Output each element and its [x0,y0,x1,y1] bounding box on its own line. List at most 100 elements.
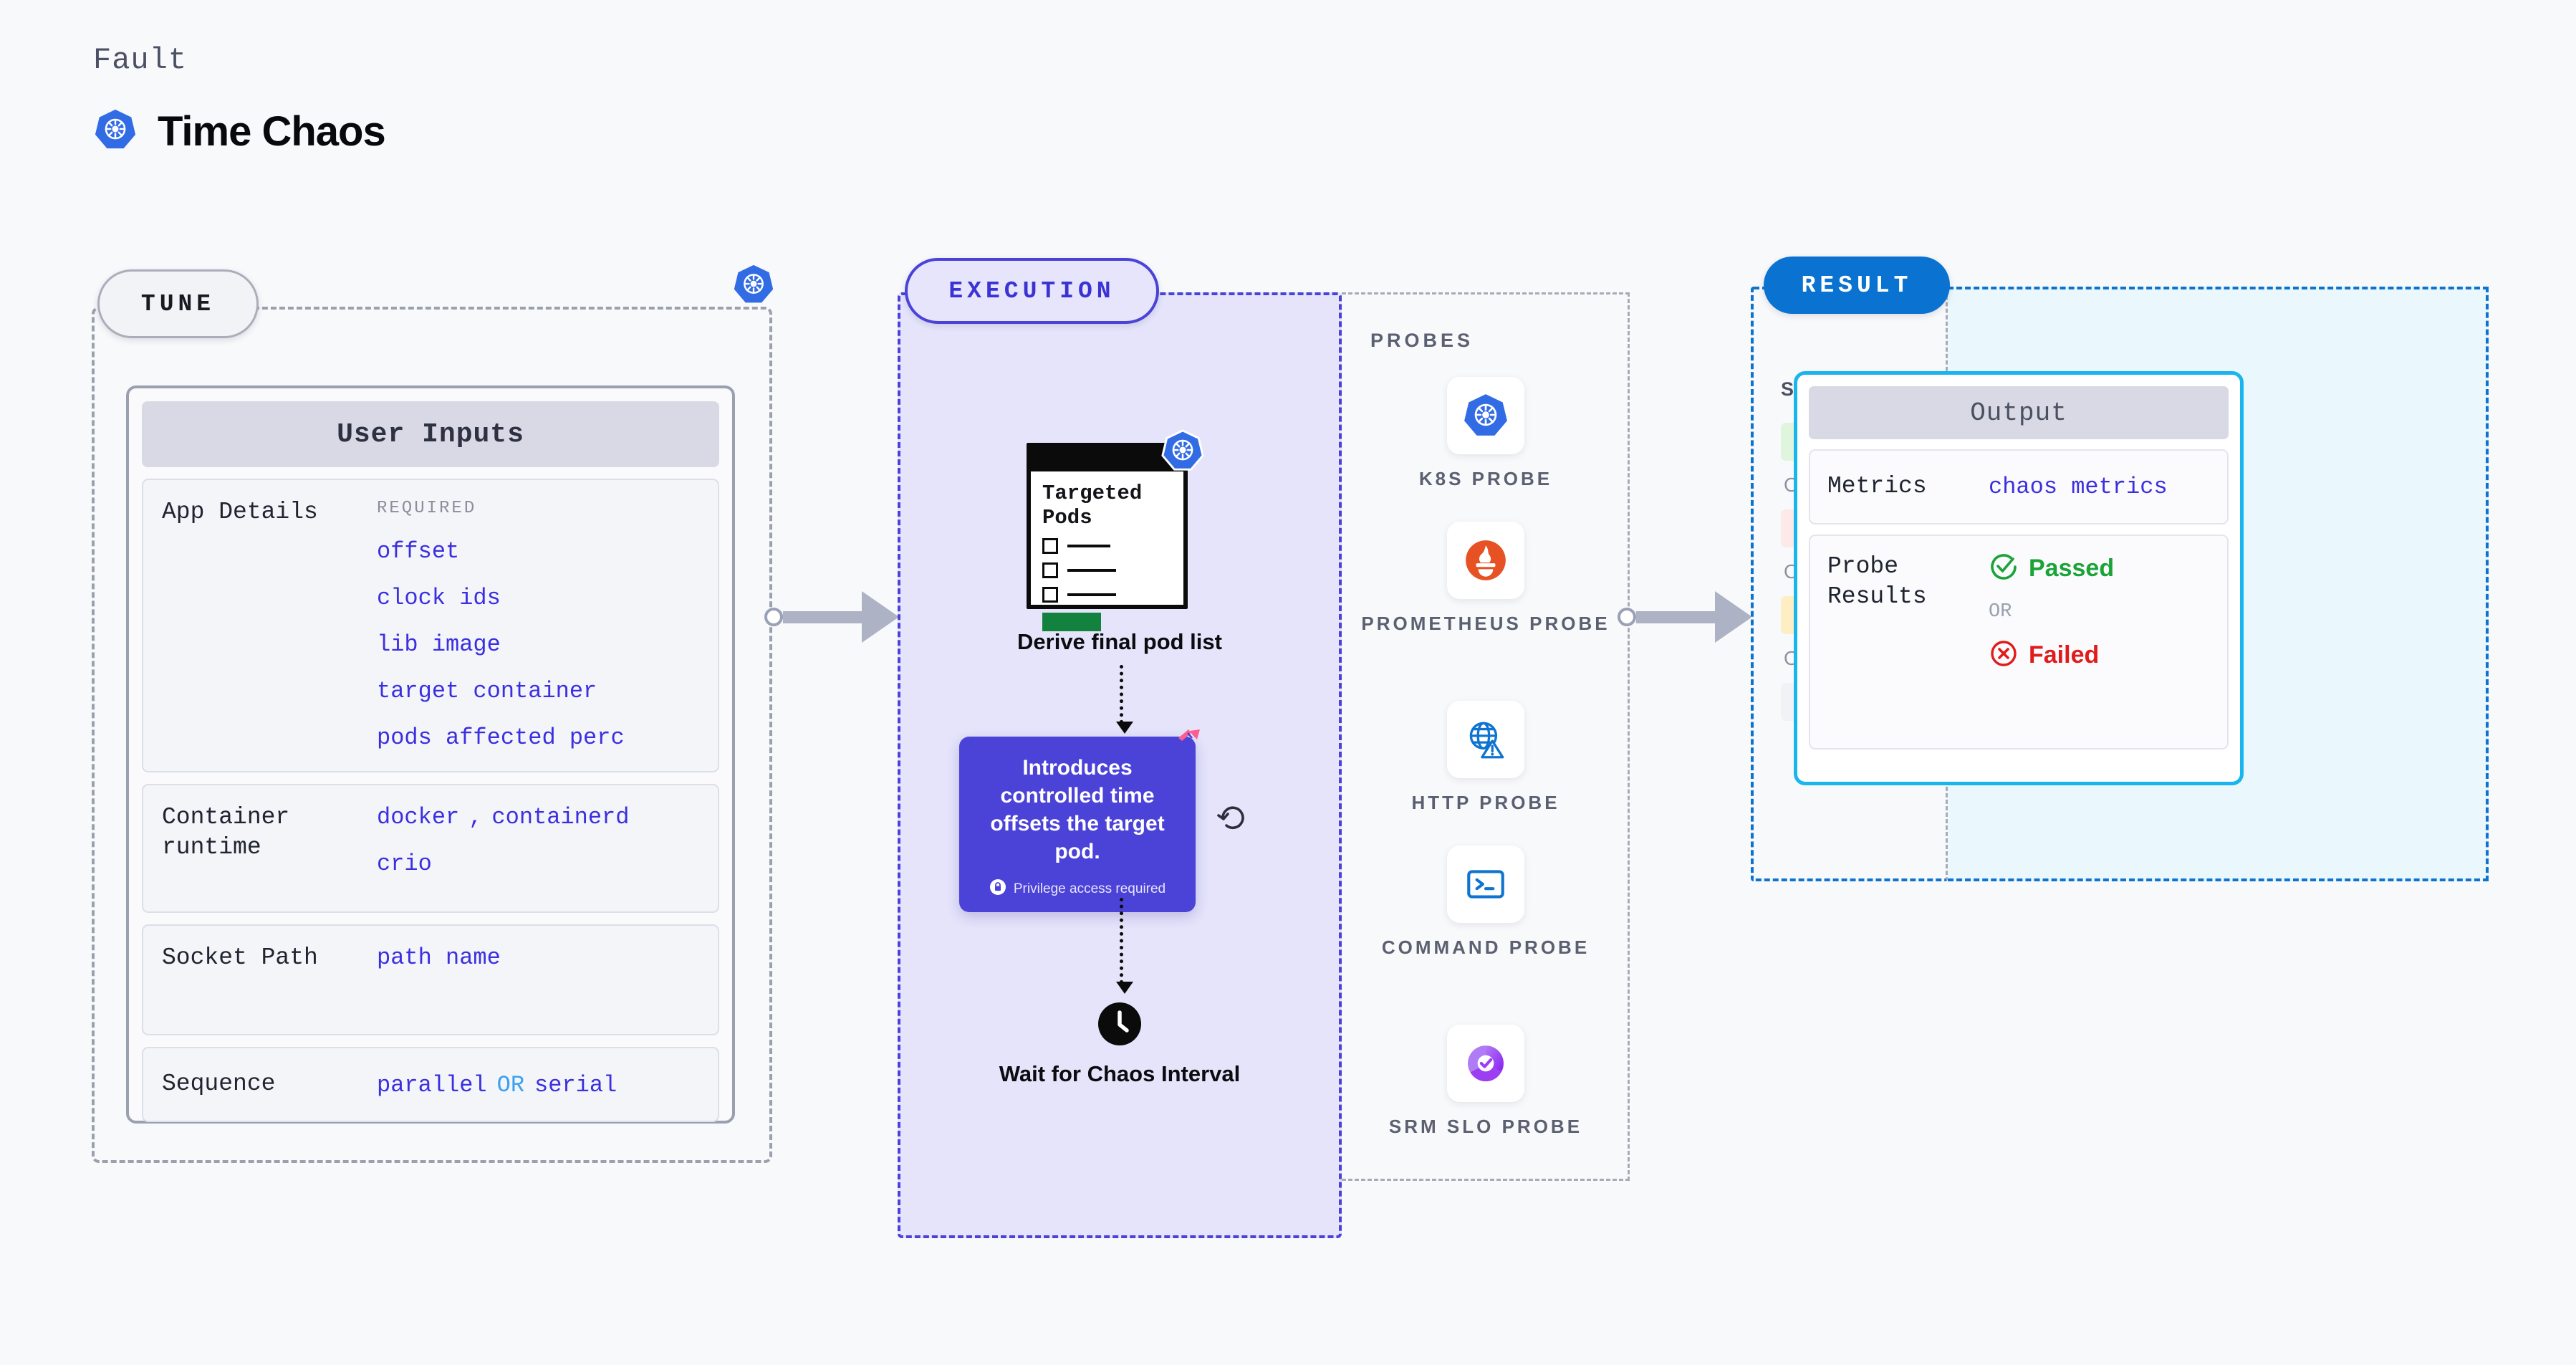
socket-path-value: path name [377,944,501,971]
tune-pill-label: TUNE [97,269,259,338]
checkbox-icon [1042,587,1058,603]
probe-icon-tile [1447,377,1524,454]
row-label: Socket Path [162,944,318,971]
kubernetes-icon [732,263,775,310]
sequence-value-parallel: parallel [377,1072,487,1098]
output-row-metrics: Metrics chaos metrics [1809,449,2229,525]
probe-result-passed: Passed [1989,552,2114,585]
execution-panel: EXECUTION PROBES Targeted Pods [898,258,1630,1238]
input-value-offset: offset [377,538,460,565]
probe-label: COMMAND PROBE [1381,937,1590,958]
passed-label: Passed [2029,555,2115,582]
probe-icon-tile [1447,522,1524,599]
page-title: Time Chaos [158,108,386,155]
tune-row-container-runtime: Container runtime docker , containerd cr… [142,784,719,913]
tune-row-sequence: Sequence parallel OR serial [142,1047,719,1122]
failed-label: Failed [2029,641,2100,669]
progress-bar [1042,613,1101,632]
input-value-clock-ids: clock ids [377,585,501,611]
description-text: Introduces controlled time offsets the t… [990,756,1165,863]
probe-command[interactable]: COMMAND PROBE [1342,846,1630,961]
row-values: chaos metrics [1989,474,2168,500]
row-values: path name [377,943,501,1017]
placeholder-line [1067,593,1116,597]
probe-label: HTTP PROBE [1411,792,1560,813]
pod-list-item [1042,562,1172,579]
row-label: Container runtime [162,804,290,861]
runtime-separator: , [468,804,483,830]
connector-arrowhead [1715,591,1752,643]
kubernetes-icon [93,107,138,155]
result-pill-label: RESULT [1764,257,1950,314]
row-values: Passed OR Failed [1989,552,2114,732]
check-circle-icon [1989,552,2019,585]
fault-description-box: Introduces controlled time offsets the t… [959,729,1200,912]
pink-flag-icon [1176,727,1204,759]
page-header: Fault Time Chaos [93,43,386,155]
probe-k8s[interactable]: K8S PROBE [1342,377,1630,492]
user-inputs-title: User Inputs [142,401,719,467]
placeholder-line [1067,569,1116,573]
tune-row-app-details: App Details REQUIRED offset clock ids li… [142,479,719,772]
row-label: App Details [162,499,318,525]
x-circle-icon [1989,638,2019,672]
connector-tune-to-execution [764,591,918,643]
card-content: Targeted Pods [1031,471,1183,632]
probe-icon-tile [1447,701,1524,778]
probe-prometheus[interactable]: PROMETHEUS PROBE [1342,522,1630,637]
sequence-joiner: OR [496,1072,525,1098]
wait-for-chaos-node: Wait for Chaos Interval [898,1002,1342,1088]
sequence-value-serial: serial [534,1072,617,1098]
card-titlebar [1031,447,1183,471]
probe-icon-tile [1447,846,1524,923]
connector-start-dot [1618,608,1636,626]
wait-caption: Wait for Chaos Interval [999,1061,1241,1086]
input-value-pods-affected-perc: pods affected perc [377,724,625,751]
probes-section-label: PROBES [1370,330,1474,351]
connector-line [783,610,863,623]
flow-arrow-down-2 [1116,898,1133,994]
output-row-probe-results: Probe Results Passed OR [1809,535,2229,749]
tune-row-socket-path: Socket Path path name [142,924,719,1035]
execution-pill-label: EXECUTION [905,258,1159,324]
probe-label: SRM SLO PROBE [1388,1116,1583,1137]
result-panel: RESULT STATUS COMPLETED OR ERRORED OR QU… [1751,257,2489,881]
probe-label: K8S PROBE [1418,468,1553,489]
row-label: Sequence [162,1071,276,1098]
input-value-lib-image: lib image [377,631,501,658]
checkbox-icon [1042,562,1058,579]
lock-icon [989,878,1006,899]
row-values: parallel OR serial [377,1071,617,1098]
required-tag: REQUIRED [377,499,477,518]
connector-execution-to-result [1618,591,1771,643]
tune-panel: TUNE User Inputs App Details REQUIRED of… [92,269,772,1163]
targeted-pods-card: Targeted Pods [1027,429,1204,632]
kubernetes-icon [1160,428,1205,476]
derive-pod-list-caption: Derive final pod list [1017,629,1222,654]
output-title: Output [1809,386,2229,439]
probe-result-or: OR [1989,601,2012,623]
title-row: Time Chaos [93,107,386,155]
pod-list-item [1042,587,1172,603]
targeted-pods-title: Targeted Pods [1042,482,1143,530]
row-values: REQUIRED offset clock ids lib image targ… [377,497,625,754]
flow-arrow-down-1 [1116,665,1133,734]
privilege-note-text: Privilege access required [1013,881,1166,896]
runtime-value-containerd: containerd [491,804,630,830]
row-label: Metrics [1827,473,1927,500]
connector-arrowhead [862,591,899,643]
placeholder-line [1067,545,1110,548]
probe-label: PROMETHEUS PROBE [1361,613,1610,634]
checkbox-icon [1042,538,1058,555]
probe-result-failed: Failed [1989,638,2114,672]
row-values: docker , containerd crio [377,803,629,894]
privilege-note: Privilege access required [972,878,1183,899]
runtime-value-docker: docker [377,804,460,830]
probe-srm-slo[interactable]: SRM SLO PROBE [1342,1025,1630,1140]
pod-list-item [1042,538,1172,555]
user-inputs-card: User Inputs App Details REQUIRED offset … [126,385,735,1124]
probe-http[interactable]: HTTP PROBE [1342,701,1630,816]
refresh-loop-icon [1216,800,1250,838]
row-label: Probe Results [1827,553,1927,610]
probe-icon-tile [1447,1025,1524,1102]
